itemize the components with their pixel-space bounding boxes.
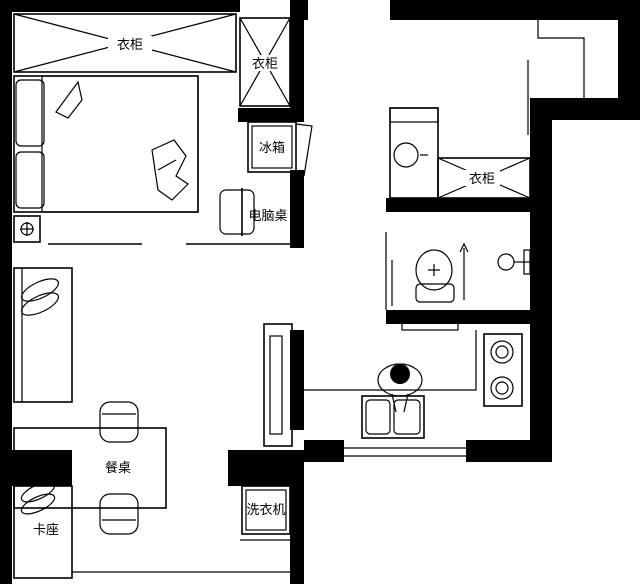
computer-desk xyxy=(219,188,255,236)
pillow-icon xyxy=(15,79,45,147)
sink-icon xyxy=(361,395,425,439)
wall-bath-bottom xyxy=(386,310,536,324)
pillow-icon xyxy=(15,151,45,209)
upper-right-room xyxy=(527,20,585,135)
nightstand xyxy=(13,215,41,243)
wall-left-pier xyxy=(0,450,72,486)
label-fridge: 冰箱 xyxy=(259,140,285,156)
upper-right-outline xyxy=(537,20,585,98)
bed-icon xyxy=(13,75,199,213)
wall-desk-side xyxy=(290,170,304,248)
booth-seat xyxy=(13,481,73,579)
label-wardrobe-bath: 衣柜 xyxy=(469,171,495,187)
stove-icon xyxy=(483,333,523,407)
wardrobe-small xyxy=(239,17,291,107)
dining-table xyxy=(13,401,167,535)
label-computer-desk: 电脑桌 xyxy=(248,209,287,224)
bath-sink-area xyxy=(389,107,439,199)
sofa-icon xyxy=(13,267,73,403)
wall-inner-right xyxy=(530,98,552,460)
wall-right-upper xyxy=(618,0,640,120)
wall-corridor xyxy=(290,330,304,430)
corridor-cabinet xyxy=(263,323,293,447)
wall-kitchen-bottom-right xyxy=(466,440,552,462)
toilet-icon xyxy=(415,249,455,303)
wall-balcony-right xyxy=(290,486,304,584)
chair-icon xyxy=(99,493,139,535)
label-washer: 洗衣机 xyxy=(246,502,285,518)
wall-mid-pier xyxy=(228,450,304,486)
wall-top-left xyxy=(0,0,240,12)
wardrobe-main xyxy=(13,13,237,73)
label-wardrobe-main: 衣柜 xyxy=(117,37,143,53)
chair-icon xyxy=(99,401,139,443)
person-icon xyxy=(377,363,423,413)
wall-fridge-top xyxy=(238,108,304,122)
washing-machine-icon xyxy=(240,485,291,541)
wall-step xyxy=(530,98,640,120)
chair-icon xyxy=(219,189,255,235)
wall-kitchen-bottom-left xyxy=(304,440,344,462)
label-booth-seat: 卡座 xyxy=(33,523,59,538)
shower-icon xyxy=(497,253,515,271)
wardrobe-bath xyxy=(437,157,531,199)
sink-icon xyxy=(393,142,419,168)
wall-top-right xyxy=(390,0,640,20)
label-dining-table: 餐桌 xyxy=(105,460,131,476)
fridge-icon xyxy=(247,121,313,177)
wall-left xyxy=(0,0,12,584)
kitchen xyxy=(304,330,523,457)
wall-column-upper xyxy=(290,0,304,108)
bathroom xyxy=(385,232,531,331)
label-wardrobe-small: 衣柜 xyxy=(252,56,278,72)
wall-bath-top xyxy=(386,198,536,212)
